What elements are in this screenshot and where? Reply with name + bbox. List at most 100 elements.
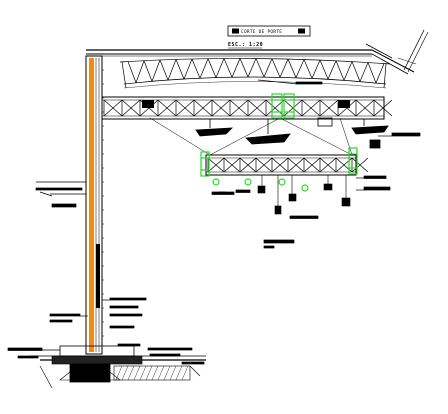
main-truss [101, 96, 393, 120]
truss-member [255, 157, 273, 173]
truss-member [247, 58, 257, 78]
truss-member [133, 365, 141, 381]
truss-member [351, 157, 369, 173]
truss-member [239, 58, 249, 78]
truss-member [319, 59, 329, 80]
truss-member [327, 60, 337, 80]
drawing-scale: ESC.: 1:20 [228, 42, 263, 48]
leader-label-icon [391, 132, 421, 137]
truss-member [279, 58, 289, 78]
leader-label-icon [35, 187, 83, 191]
truss-member [207, 58, 217, 78]
truss-member [135, 60, 145, 83]
spotlights-lower [257, 175, 351, 215]
spotlight-icon [257, 185, 266, 194]
truss-member [231, 58, 241, 78]
spotlight-icon [142, 100, 154, 108]
truss-member [367, 62, 377, 84]
footing-icon [51, 355, 143, 365]
truss-member [143, 60, 153, 82]
truss-member [151, 59, 161, 82]
title-frame [227, 25, 311, 37]
truss-member [303, 157, 321, 173]
truss-member [375, 63, 385, 84]
truss-member [255, 58, 265, 78]
truss-member [211, 99, 231, 117]
truss-member [229, 99, 249, 117]
truss-member [247, 99, 267, 117]
truss-member [263, 58, 273, 78]
spotlight-icon [351, 125, 389, 135]
truss-member [287, 157, 305, 173]
truss-member [157, 99, 177, 117]
title-mark-right [298, 28, 305, 34]
spotlight-icon [274, 205, 282, 215]
truss-member [295, 59, 305, 78]
truss-member [359, 62, 369, 82]
truss-member [121, 99, 141, 117]
truss-member [215, 58, 225, 78]
hanger-cables [149, 117, 353, 156]
column-fill [89, 58, 94, 352]
truss-member [271, 58, 281, 78]
spotlight-icon [245, 133, 291, 145]
spotlight-icon [338, 100, 350, 108]
truss-member [151, 365, 159, 381]
spotlight-icon [323, 183, 333, 191]
truss-member [287, 58, 297, 78]
truss-member [343, 61, 353, 81]
clamp-icon [348, 147, 358, 175]
truss-member [193, 99, 213, 117]
column [85, 55, 104, 355]
truss-member [191, 58, 201, 79]
leader-label-icon [363, 186, 391, 191]
truss-member [319, 99, 339, 117]
spotlight-icon [195, 127, 234, 137]
clamp-icon [283, 93, 295, 119]
column-base-plate [96, 244, 100, 308]
spotlight-icon [288, 193, 297, 202]
truss-member [355, 99, 375, 117]
fixture-clamps [200, 93, 358, 192]
leader-labels [7, 79, 421, 365]
clamp-icon [271, 93, 283, 119]
truss-member [115, 365, 123, 381]
truss-member [175, 365, 183, 381]
truss-member [373, 99, 393, 117]
truss-member [199, 58, 209, 79]
truss-member [239, 157, 257, 173]
truss-member [207, 157, 225, 173]
truss-member [223, 157, 241, 173]
truss-member [181, 365, 189, 381]
truss-member [163, 365, 171, 381]
truss-member [145, 365, 153, 381]
truss-member [169, 365, 177, 381]
title-mark-left [232, 28, 239, 34]
truss-member [301, 99, 321, 117]
truss-member [157, 365, 165, 381]
leader-label-icon [289, 215, 319, 219]
upper-fixtures [142, 100, 350, 127]
truss-member [271, 157, 289, 173]
spotlight-icon [341, 197, 351, 207]
truss-member [283, 99, 303, 117]
truss-member [159, 59, 169, 81]
spotlights-main [195, 119, 389, 149]
truss-member [183, 58, 193, 80]
truss-member [175, 99, 195, 117]
truss-member [175, 59, 185, 80]
truss-member [319, 157, 337, 173]
truss-member [127, 61, 137, 83]
truss-member [127, 365, 135, 381]
truss-member [139, 365, 147, 381]
truss-member [265, 99, 285, 117]
truss-member [103, 99, 123, 117]
truss-member [167, 59, 177, 81]
lower-truss [205, 154, 369, 176]
truss-member [335, 60, 345, 81]
footing [30, 345, 206, 389]
truss-member [121, 365, 129, 381]
drawing-title: CORTE DE PORTE [241, 29, 282, 35]
truss-member [223, 58, 233, 78]
